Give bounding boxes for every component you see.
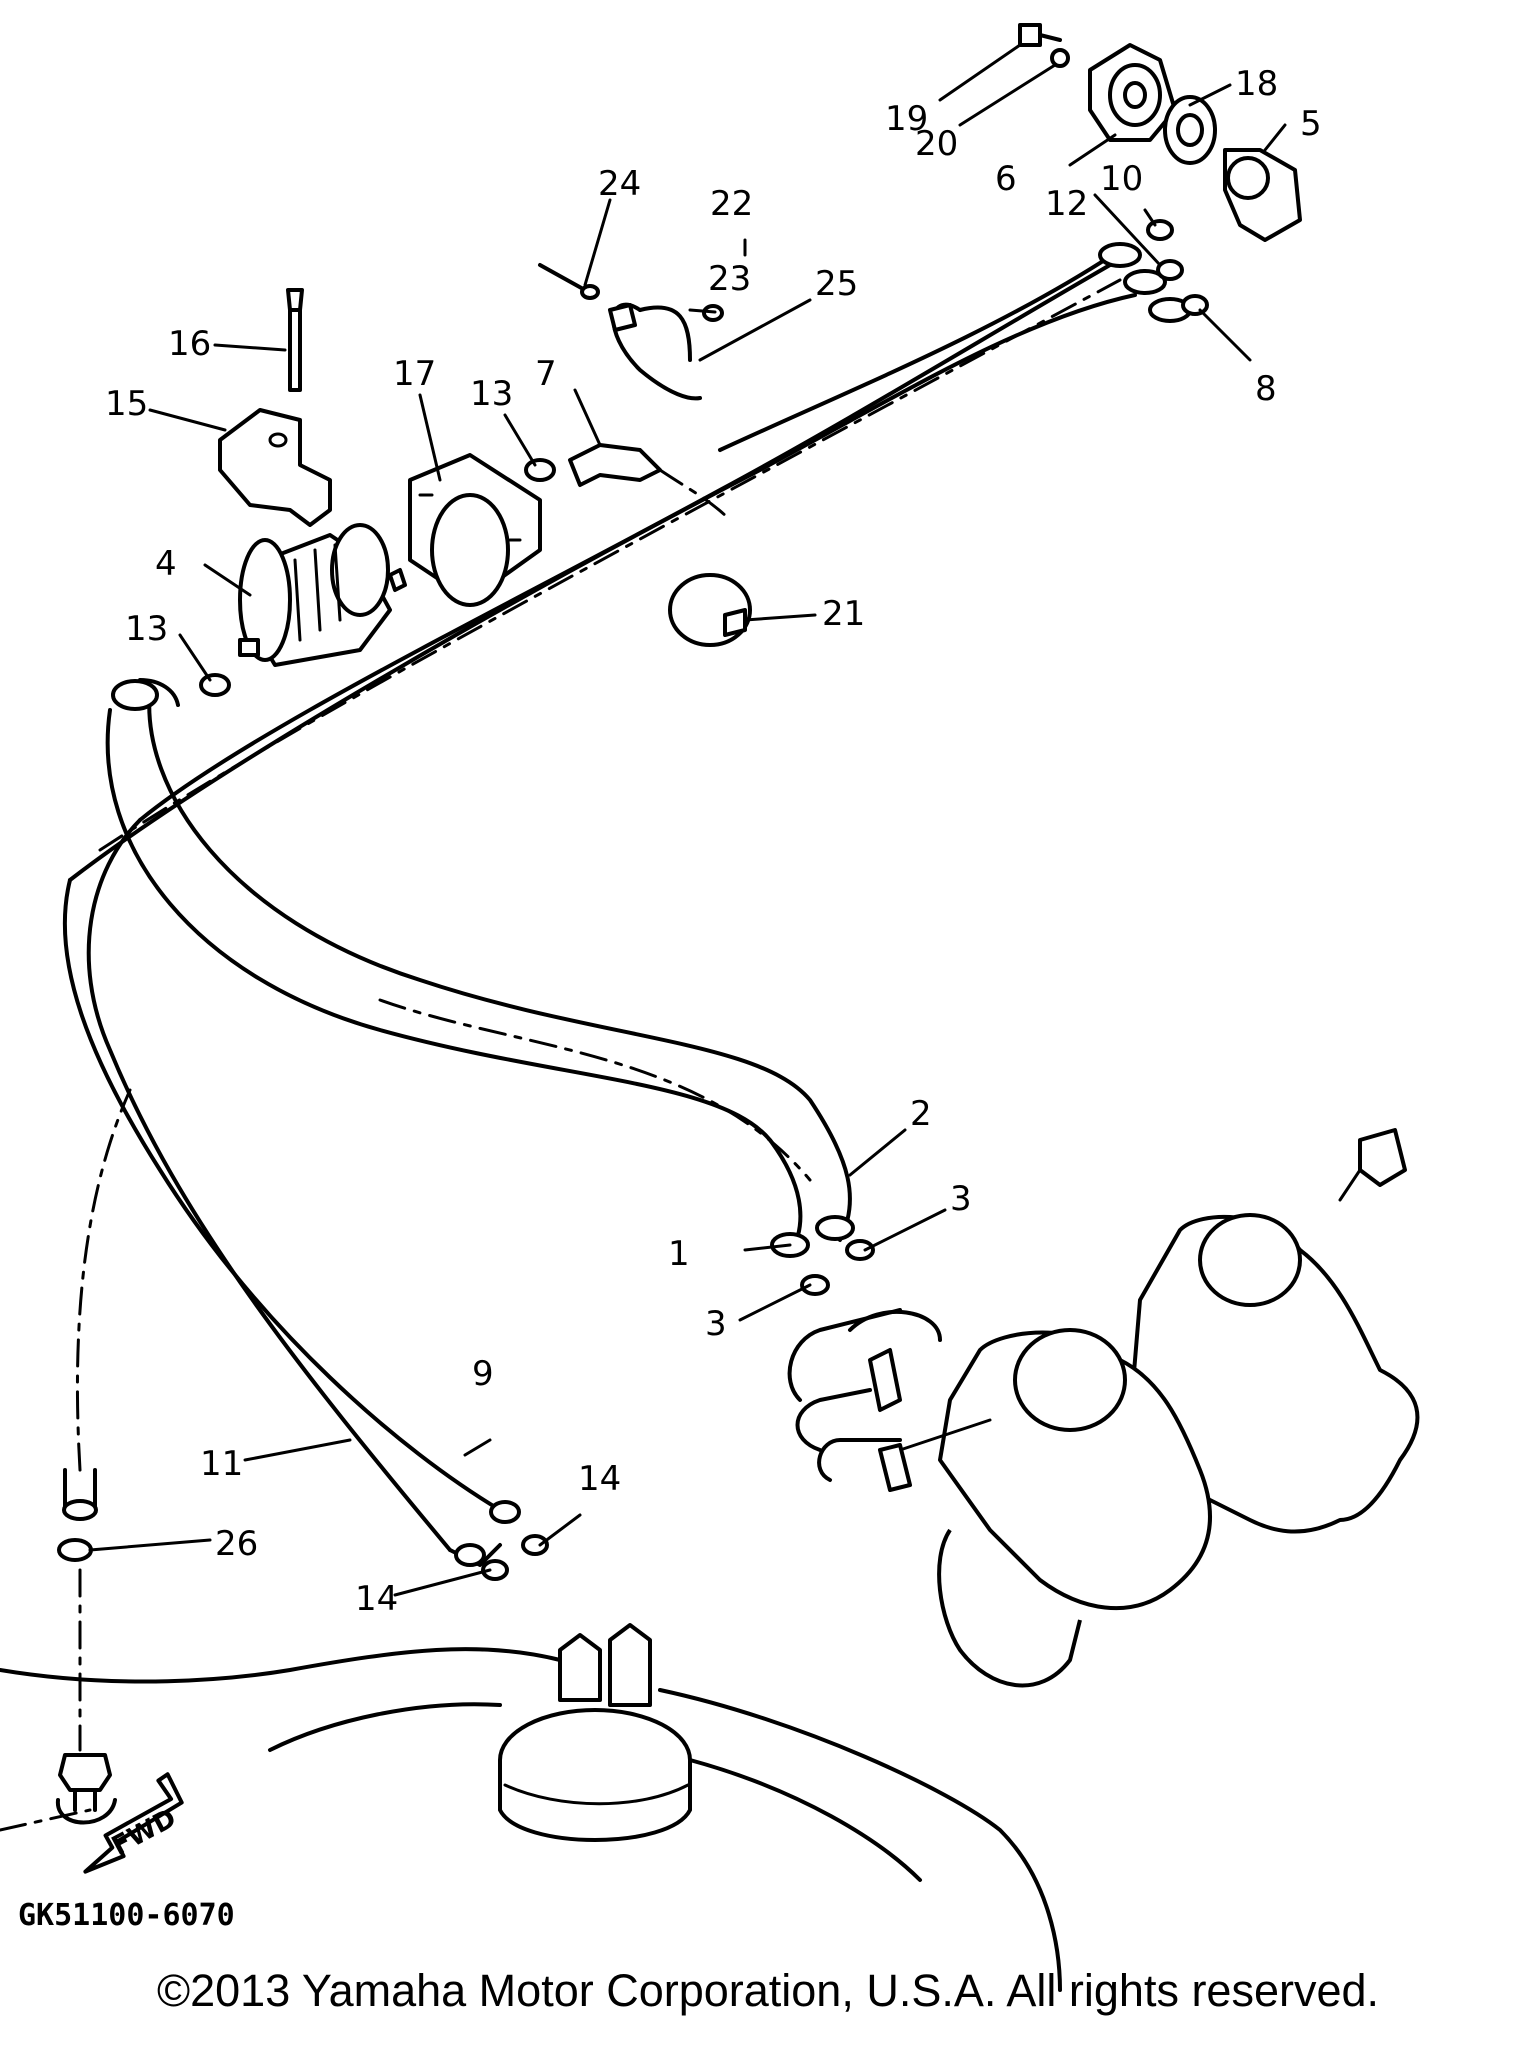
callout-24: 24 — [598, 164, 641, 204]
callout-9: 9 — [472, 1354, 494, 1394]
callout-21: 21 — [822, 594, 865, 634]
callout-6: 6 — [995, 159, 1017, 199]
callout-18: 18 — [1235, 64, 1278, 104]
callout-23: 23 — [708, 259, 751, 299]
vent-fitting — [55, 1753, 117, 1825]
callout-13-upper: 13 — [470, 374, 513, 414]
callout-15: 15 — [105, 384, 148, 424]
callout-3-lower: 3 — [705, 1304, 727, 1344]
fuel-cock-hoses — [718, 242, 1192, 452]
hose-clamps-small — [57, 219, 1209, 1581]
hose-7 — [568, 443, 732, 522]
carburetor-assembly — [848, 1128, 1420, 1688]
callout-20: 20 — [915, 124, 958, 164]
carb-fuel-lines — [787, 1308, 912, 1492]
callout-5: 5 — [1300, 104, 1322, 144]
fuel-cock-assembly — [1018, 23, 1302, 242]
callout-14-lower: 14 — [355, 1579, 398, 1619]
callout-26: 26 — [215, 1524, 258, 1564]
carb-hoses-1-2 — [105, 678, 855, 1258]
copyright-notice: ©2013 Yamaha Motor Corporation, U.S.A. A… — [156, 1965, 1380, 2016]
callout-3-upper: 3 — [950, 1179, 972, 1219]
callout-2: 2 — [910, 1094, 932, 1134]
callout-17: 17 — [393, 354, 436, 394]
callout-22: 22 — [710, 184, 753, 224]
callout-12: 12 — [1045, 184, 1088, 224]
filter-bracket — [408, 453, 542, 607]
callout-16: 16 — [168, 324, 211, 364]
callout-7: 7 — [535, 354, 557, 394]
callout-4: 4 — [155, 544, 177, 584]
filter-plate — [218, 288, 332, 527]
band-strap-25 — [538, 263, 724, 401]
callout-10: 10 — [1100, 159, 1143, 199]
fuel-hoses-9-11 — [62, 263, 1137, 1567]
callout-25: 25 — [815, 264, 858, 304]
callout-11: 11 — [200, 1444, 243, 1484]
hose-clamp-13 — [199, 458, 556, 697]
vent-hose — [62, 1088, 132, 1752]
callout-13-lower: 13 — [125, 609, 168, 649]
callout-19: 19 — [885, 99, 928, 139]
diagram-code: GK51100-6070 — [18, 1898, 235, 1933]
callout-labels: 1 2 3 3 4 5 6 7 8 9 10 11 12 13 13 14 14… — [105, 64, 1322, 1619]
band-21 — [668, 573, 752, 647]
callout-8: 8 — [1255, 369, 1277, 409]
fuel-sender-cap — [498, 1623, 692, 1842]
fuel-filter — [238, 523, 407, 667]
callout-14-upper: 14 — [578, 1459, 621, 1499]
leader-lines — [88, 43, 1287, 1597]
callout-1: 1 — [668, 1234, 690, 1274]
